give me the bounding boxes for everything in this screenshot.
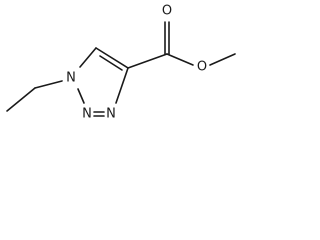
bond-c4-carbonyl-c <box>127 53 168 69</box>
atom-n3-label: N <box>106 107 116 122</box>
bond-carbonyl-c-o-ester <box>166 53 194 66</box>
structure-drawing: N N N O O <box>6 4 236 122</box>
bond-c4-n3 <box>115 67 129 104</box>
bond-c5-c4-double <box>99 55 123 71</box>
bond-ethyl-ch2-n1 <box>34 80 63 89</box>
bond-o-methyl <box>209 53 236 66</box>
atom-o-carbonyl-label: O <box>162 4 172 19</box>
atom-o-ester-label: O <box>197 60 207 75</box>
atom-n1-label: N <box>66 71 76 86</box>
bond-n1-c5 <box>79 47 97 68</box>
bond-ethyl-ch3-ch2 <box>6 87 36 112</box>
atom-n2-label: N <box>82 107 92 122</box>
molecule-canvas: N N N O O <box>0 0 238 126</box>
bond-c5-c4 <box>95 47 129 69</box>
bond-n2-n1 <box>77 88 85 104</box>
